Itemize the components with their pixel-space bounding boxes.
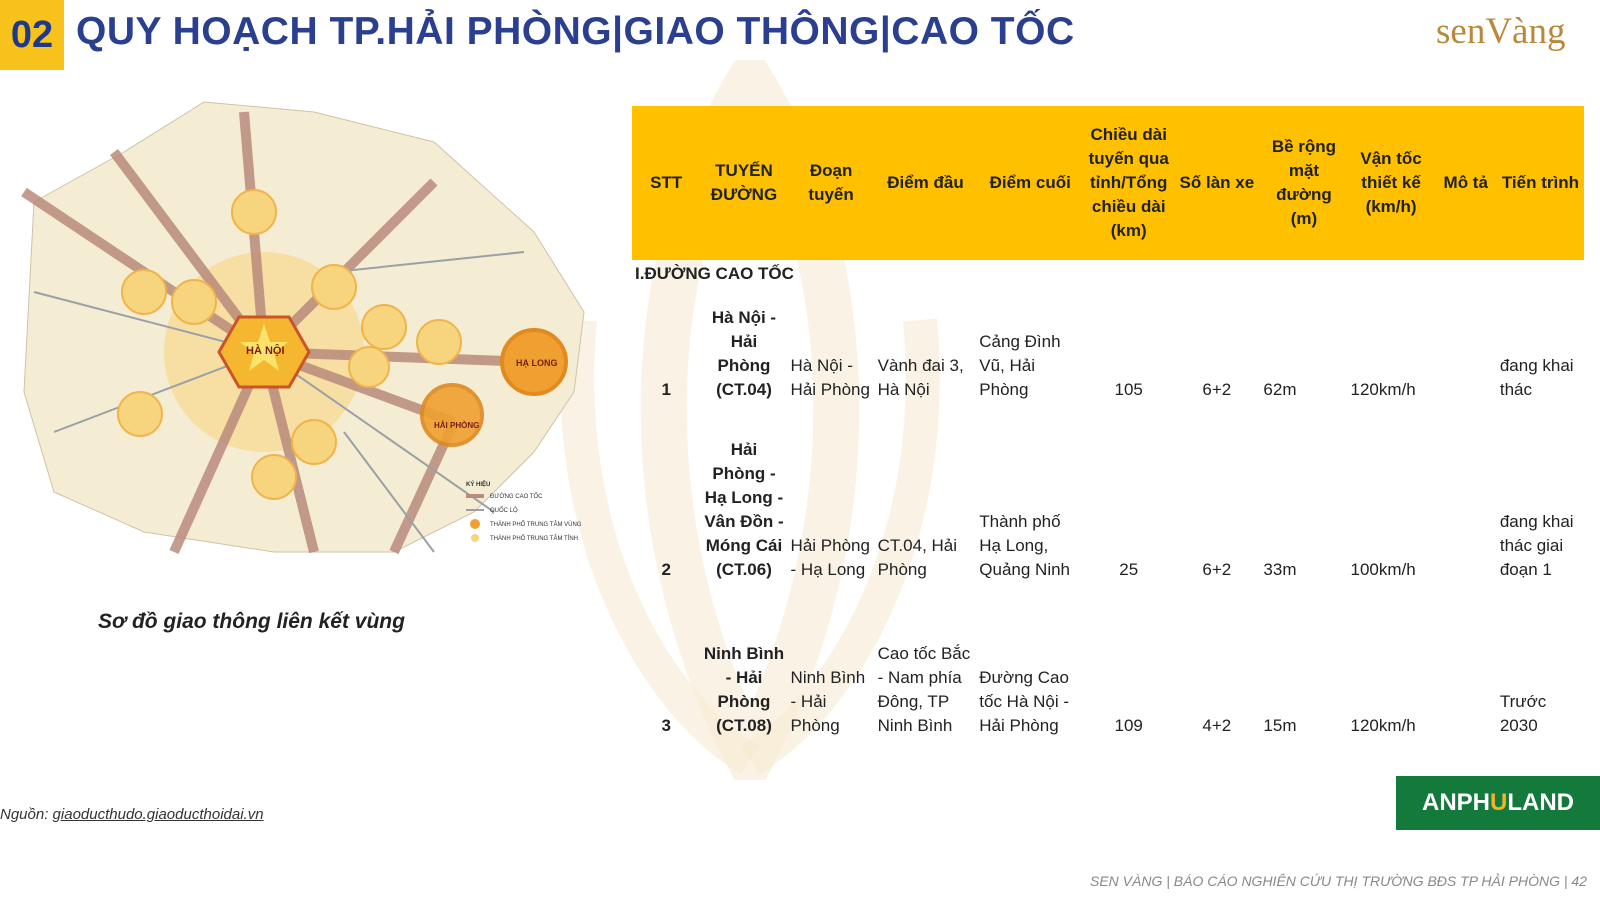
cell-stt: 3 xyxy=(661,716,671,735)
cell-start: Cao tốc Bắc - Nam phía Đông, TP Ninh Bìn… xyxy=(877,644,971,735)
cell-segment: Ninh Bình - Hải Phòng xyxy=(790,668,866,735)
col-header: STT xyxy=(632,106,701,260)
col-header: Số làn xe xyxy=(1173,106,1261,260)
source-note: Nguồn: giaoducthudo.giaoducthoidai.vn xyxy=(0,806,264,823)
source-link[interactable]: giaoducthudo.giaoducthoidai.vn xyxy=(52,806,264,823)
cell-progress: đang khai thác xyxy=(1499,356,1574,399)
cell-desc xyxy=(1435,288,1497,404)
haiphong-label: HẢI PHÒNG xyxy=(434,421,479,430)
cell-segment: Hải Phòng - Hạ Long xyxy=(790,536,870,579)
svg-text:THÀNH PHỐ TRUNG TÂM VÙNG: THÀNH PHỐ TRUNG TÂM VÙNG xyxy=(490,521,582,528)
cell-lanes: 4+2 xyxy=(1202,716,1232,735)
cell-desc xyxy=(1435,404,1497,584)
source-label: Nguồn: xyxy=(0,806,49,823)
cell-start: CT.04, Hải Phòng xyxy=(877,536,958,579)
col-header: Mô tả xyxy=(1434,106,1497,260)
table-header-row: STT TUYẾN ĐƯỜNG Đoạn tuyến Điểm đầu Điểm… xyxy=(632,106,1584,260)
halong-hub-circle xyxy=(500,328,568,396)
col-header: Đoạn tuyến xyxy=(787,106,875,260)
cell-start: Vành đai 3, Hà Nội xyxy=(877,356,964,399)
star-icon xyxy=(240,324,288,371)
halong-label: HẠ LONG xyxy=(516,358,558,368)
cell-width: 15m xyxy=(1263,716,1297,735)
city-circle xyxy=(291,419,337,465)
section-label: I.ĐƯỜNG CAO TỐC xyxy=(635,264,794,283)
cell-lanes: 6+2 xyxy=(1202,380,1232,399)
national-road-lines xyxy=(33,251,525,553)
cell-end: Thành phố Hạ Long, Quảng Ninh xyxy=(979,512,1071,579)
svg-text:THÀNH PHỐ TRUNG TÂM TỈNH: THÀNH PHỐ TRUNG TÂM TỈNH xyxy=(490,535,578,542)
cell-speed: 120km/h xyxy=(1350,716,1416,735)
expressway-table: STT TUYẾN ĐƯỜNG Đoạn tuyến Điểm đầu Điểm… xyxy=(632,106,1584,740)
col-header: Tiến trình xyxy=(1496,106,1584,260)
city-circle xyxy=(311,264,357,310)
section-number-badge: 02 xyxy=(0,0,64,70)
page-footer: SEN VÀNG | BÁO CÁO NGHIÊN CỨU THỊ TRƯỜNG… xyxy=(1090,873,1587,889)
col-header: Bề rộng mặt đường (m) xyxy=(1260,106,1348,260)
cell-segment: Hà Nội - Hải Phòng xyxy=(790,356,870,399)
cell-route: Hà Nội - Hải Phòng (CT.04) xyxy=(711,308,777,399)
cell-stt: 2 xyxy=(661,560,671,579)
svg-text:QUỐC LỘ: QUỐC LỘ xyxy=(490,507,518,514)
col-header: Điểm cuối xyxy=(976,106,1085,260)
cell-width: 62m xyxy=(1263,380,1297,399)
cell-length: 109 xyxy=(1114,716,1143,735)
svg-text:ĐƯỜNG CAO TỐC: ĐƯỜNG CAO TỐC xyxy=(490,493,543,500)
cell-route: Hải Phòng - Hạ Long - Vân Đồn - Móng Cái… xyxy=(704,440,784,579)
col-header: Điểm đầu xyxy=(874,106,977,260)
table-row: 1 Hà Nội - Hải Phòng (CT.04) Hà Nội - Hả… xyxy=(632,288,1584,404)
haiphong-hub-circle xyxy=(420,383,484,447)
page-title: QUY HOẠCH TP.HẢI PHÒNG|GIAO THÔNG|CAO TỐ… xyxy=(76,10,1075,53)
cell-length: 105 xyxy=(1114,380,1143,399)
city-circle xyxy=(121,269,167,315)
cell-width: 33m xyxy=(1263,560,1297,579)
city-circle xyxy=(361,304,407,350)
table-row: 3 Ninh Bình - Hải Phòng (CT.08) Ninh Bìn… xyxy=(632,584,1584,740)
city-circle xyxy=(171,279,217,325)
map-caption: Sơ đồ giao thông liên kết vùng xyxy=(98,610,405,633)
cell-speed: 120km/h xyxy=(1350,380,1416,399)
cell-end: Cảng Đình Vũ, Hải Phòng xyxy=(979,332,1061,399)
col-header: TUYẾN ĐƯỜNG xyxy=(700,106,788,260)
city-circle xyxy=(117,391,163,437)
cell-end: Đường Cao tốc Hà Nội - Hải Phòng xyxy=(979,668,1070,735)
cell-length: 25 xyxy=(1119,560,1139,579)
col-header: Vận tốc thiết kế (km/h) xyxy=(1347,106,1435,260)
cell-progress: đang khai thác giai đoạn 1 xyxy=(1499,512,1574,579)
svg-text:KÝ HIỆU: KÝ HIỆU xyxy=(466,480,490,488)
table-row: 2 Hải Phòng - Hạ Long - Vân Đồn - Móng C… xyxy=(632,404,1584,584)
cell-speed: 100km/h xyxy=(1350,560,1416,579)
sen-vang-logo: senVàng xyxy=(1436,11,1566,52)
section-row: I.ĐƯỜNG CAO TỐC xyxy=(632,260,1584,288)
hanoi-label: HÀ NỘI xyxy=(246,344,285,357)
cell-stt: 1 xyxy=(661,380,671,399)
col-header: Chiều dài tuyến qua tỉnh/Tổng chiều dài … xyxy=(1084,106,1174,260)
cell-desc xyxy=(1435,584,1497,740)
map-legend: KÝ HIỆU ĐƯỜNG CAO TỐC QUỐC LỘ THÀNH PHỐ … xyxy=(466,480,582,542)
city-circle xyxy=(348,346,390,388)
cell-progress: Trước 2030 xyxy=(1499,692,1547,735)
city-circle xyxy=(416,319,462,365)
cell-route: Ninh Bình - Hải Phòng (CT.08) xyxy=(703,644,785,735)
regional-traffic-map: HÀ NỘI HẠ LONG HẢI PHÒNG KÝ HIỆU ĐƯỜNG C… xyxy=(21,101,585,555)
city-circle xyxy=(231,189,277,235)
cell-lanes: 6+2 xyxy=(1202,560,1232,579)
city-circle xyxy=(251,454,297,500)
